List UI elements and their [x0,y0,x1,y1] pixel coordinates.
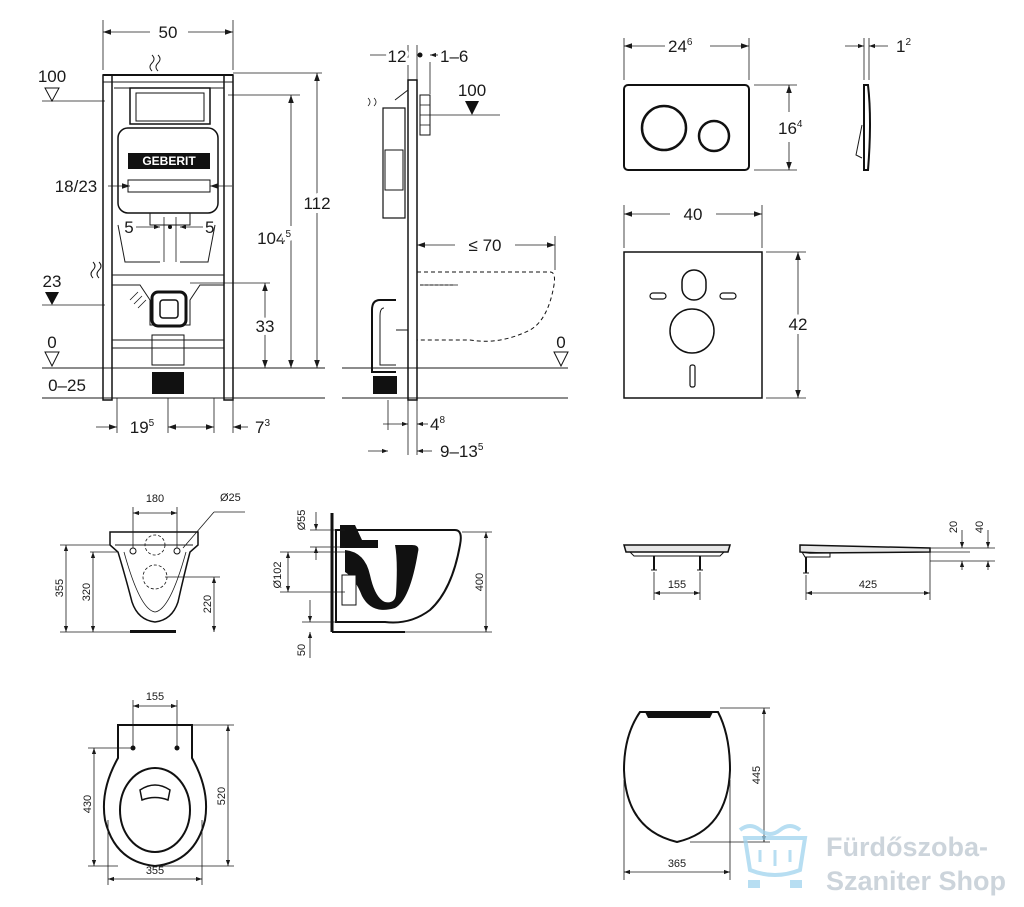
frame-front-view: GEBERIT 50 100 18/23 5 [38,20,335,437]
bowl-hole-spacing-label: 180 [146,493,164,505]
pad-height-label: 42 [789,315,808,334]
watermark-logo-icon [738,824,808,888]
frame-left-leg [102,74,113,401]
seat-side-view: 425 20 40 [799,521,995,600]
sound-pad [623,251,763,399]
seat-thin-height-label: 20 [948,521,960,533]
pipe-height-label: 23 [43,272,62,291]
flush-button-large [640,104,688,152]
watermark: Fürdőszoba- Szaniter Shop [738,824,1006,896]
bowl-top-length-label: 520 [216,787,228,805]
total-height-label: 112 [303,194,330,213]
seat-top-length-label: 445 [751,766,763,784]
gap-small-label: 48 [430,415,445,434]
bowl-outline-dashed [417,271,555,342]
flush-plate [623,84,750,171]
projection-label: ≤ 70 [469,236,502,255]
bowl-outlet-dia-label: Ø102 [272,562,284,589]
pad-width-label: 40 [684,205,703,224]
frame-width-label: 50 [159,23,178,42]
bowl-pipe-dia-label: Ø25 [220,492,241,504]
plate-thickness-label: 12 [896,37,911,56]
side-depth-label: 12 [388,47,407,66]
seat-top-view: 445 365 [622,707,770,880]
side-water-icon [367,97,377,107]
bowl-top [102,724,208,868]
seat-length-label: 425 [859,579,877,591]
flush-height-label: 18/23 [55,177,98,196]
bowl-side-view: Ø55 Ø102 50 400 [272,510,492,658]
bowl-inlet-dia-label: Ø55 [296,510,308,531]
wall-offset-label: 1–6 [440,47,468,66]
watermark-line2: Szaniter Shop [826,866,1006,896]
bowl-total-height-label: 355 [54,579,66,597]
seat-full-height-label: 40 [974,521,986,533]
bowl-base-offset-label: 50 [296,644,308,656]
installation-wall [407,79,418,401]
wall-range-label: 9–135 [440,442,484,461]
pipe-level-marker-icon [45,292,59,305]
seat-top [622,711,732,844]
pipe-center-label: 33 [256,317,275,336]
top-level-label: 100 [38,67,66,86]
spacing-right-label: 5 [205,218,214,237]
bracket-height-label: 1045 [257,229,291,248]
bowl-top-view: 155 520 430 355 [82,691,234,885]
water-inlet-icon [149,54,161,72]
plate-width-label: 246 [668,37,693,56]
bowl-front-view: 180 Ø25 355 320 220 [54,492,245,633]
side-floor-label: 0 [556,333,565,352]
side-floor-marker-icon [553,351,569,368]
seat-top-width-label: 365 [668,858,686,870]
bowl-inner-height-label: 320 [81,583,93,601]
flush-button-small [697,119,731,153]
seat-front [623,544,731,553]
bowl-front [109,531,199,623]
level-marker-icon [44,87,60,103]
cistern-tank [117,127,219,214]
floor-marker-icon [44,351,60,368]
bowl-top-hole-to-end-label: 430 [82,795,94,813]
plate-height-label: 164 [778,119,803,138]
flush-plate-view: 246 164 12 [623,37,911,171]
bowl-top-width-label: 355 [146,865,164,877]
bowl-top-hole-spacing-label: 155 [146,691,164,703]
brand-label: GEBERIT [142,154,196,168]
frame-right-leg [223,74,234,401]
floor-range-label: 0–25 [48,376,86,395]
floor-level-label: 0 [47,333,56,352]
frame-side-view: 12 1–6 100 ≤ 70 0 48 9–135 [342,44,569,461]
outlet-connector [150,290,188,328]
seat-front-view: 155 [623,544,731,600]
drain-pipe [371,299,396,373]
bowl-lower-height-label: 220 [202,595,214,613]
bowl-side [335,529,462,624]
foot-right-label: 73 [255,418,270,437]
seat-hinge-spacing-label: 155 [668,579,686,591]
watermark-line1: Fürdőszoba- [826,832,988,862]
foot-left-label: 195 [130,418,155,437]
seat-side [799,544,931,554]
side-top-marker-icon [465,101,479,115]
side-top-level-label: 100 [458,81,486,100]
sound-pad-view: 40 42 [623,205,811,399]
water-supply-icon [90,261,102,279]
bowl-side-height-label: 400 [474,573,486,591]
spacing-left-label: 5 [124,218,133,237]
